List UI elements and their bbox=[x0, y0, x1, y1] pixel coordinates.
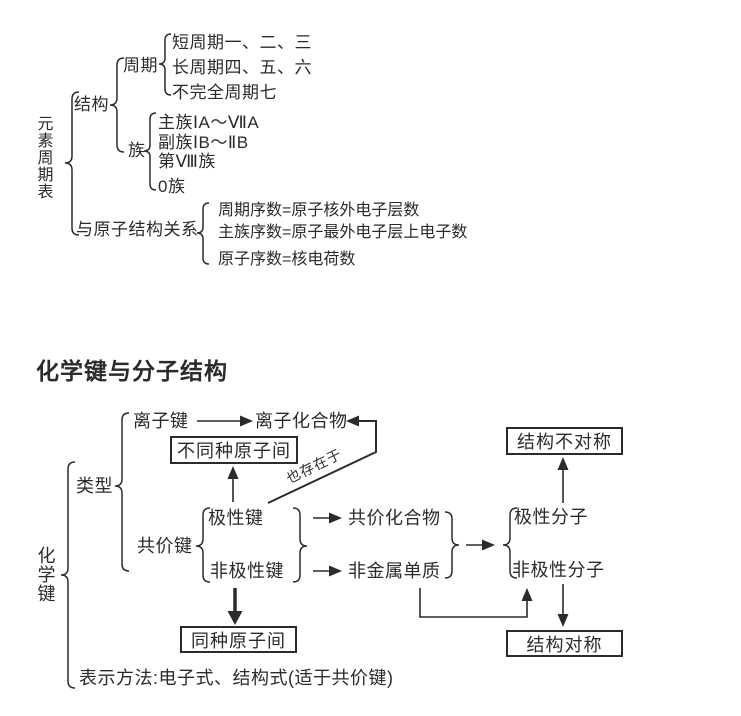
ionic-compound-label: 离子化合物 bbox=[255, 411, 348, 431]
period-item: 短周期一、二、三 bbox=[172, 33, 312, 52]
structure-asymmetric-box: 结构不对称 bbox=[506, 427, 623, 455]
nonpolar-bond-label: 非极性键 bbox=[210, 561, 284, 581]
between-same-atoms-box: 同种原子间 bbox=[180, 626, 297, 653]
ionic-bond-label: 离子键 bbox=[133, 411, 189, 431]
period-label: 周期 bbox=[123, 56, 158, 75]
arrow-ionic-bond-head bbox=[240, 415, 253, 427]
brace-period bbox=[158, 33, 172, 96]
arrow-polar-up-head bbox=[227, 466, 239, 479]
arrow-nonmetal-head bbox=[329, 565, 342, 577]
brace-group bbox=[143, 112, 157, 191]
type-label: 类型 bbox=[76, 476, 113, 496]
group-item: 第Ⅷ族 bbox=[158, 152, 216, 171]
arrow-to-molecules-head bbox=[482, 539, 495, 551]
arrow-asymmetric-head bbox=[557, 457, 569, 470]
nonmetal-element-label: 非金属单质 bbox=[348, 561, 441, 581]
also-exists-connector bbox=[267, 420, 377, 504]
structure-symmetric-box: 结构对称 bbox=[506, 630, 623, 657]
relation-item: 主族序数=原子最外电子层上电子数 bbox=[218, 224, 468, 241]
between-different-atoms-box: 不同种原子间 bbox=[170, 436, 298, 464]
nonmetal-to-nonpolar-head bbox=[521, 588, 533, 601]
brace-bonds-close bbox=[292, 507, 308, 583]
relation-label: 与原子结构关系 bbox=[76, 220, 199, 239]
covalent-compound-label: 共价化合物 bbox=[348, 508, 441, 528]
polar-molecule-label: 极性分子 bbox=[514, 507, 588, 527]
arrow-covalent-compound-head bbox=[329, 512, 342, 524]
relation-item: 周期序数=原子核外电子层数 bbox=[218, 202, 420, 219]
period-item: 长周期四、五、六 bbox=[172, 58, 312, 77]
brace-relation bbox=[196, 202, 210, 265]
chemical-bond-root-label: 化学键 bbox=[37, 546, 56, 604]
brace-periodic-root bbox=[64, 91, 80, 236]
brace-chemical-bond-root bbox=[60, 461, 76, 689]
nonpolar-molecule-label: 非极性分子 bbox=[512, 560, 605, 580]
group-item: 0族 bbox=[158, 177, 186, 196]
periodic-table-root-label: 元素周期表 bbox=[37, 116, 54, 201]
group-label: 族 bbox=[128, 141, 146, 160]
structure-label: 结构 bbox=[74, 95, 109, 114]
group-item: 主族ⅠA～ⅦA bbox=[158, 113, 260, 132]
brace-type bbox=[114, 412, 130, 572]
relation-item: 原子序数=核电荷数 bbox=[218, 251, 356, 268]
period-item: 不完全周期七 bbox=[172, 83, 277, 102]
brace-structure bbox=[109, 57, 125, 153]
representation-label: 表示方法:电子式、结构式(适于共价键) bbox=[79, 668, 394, 688]
arrow-symmetric-head bbox=[557, 614, 569, 627]
brace-covalent-open bbox=[195, 507, 211, 583]
nonmetal-to-nonpolar-connector bbox=[419, 588, 528, 618]
polar-bond-label: 极性键 bbox=[208, 508, 264, 528]
brace-molecules-open bbox=[502, 507, 518, 579]
brace-compounds-close bbox=[444, 511, 460, 579]
arrow-same-atoms-head bbox=[227, 611, 243, 625]
group-item: 副族ⅠB～ⅡB bbox=[158, 133, 249, 152]
also-exists-head bbox=[346, 415, 359, 427]
covalent-bond-label: 共价键 bbox=[137, 536, 193, 556]
section-title: 化学键与分子结构 bbox=[36, 358, 228, 384]
